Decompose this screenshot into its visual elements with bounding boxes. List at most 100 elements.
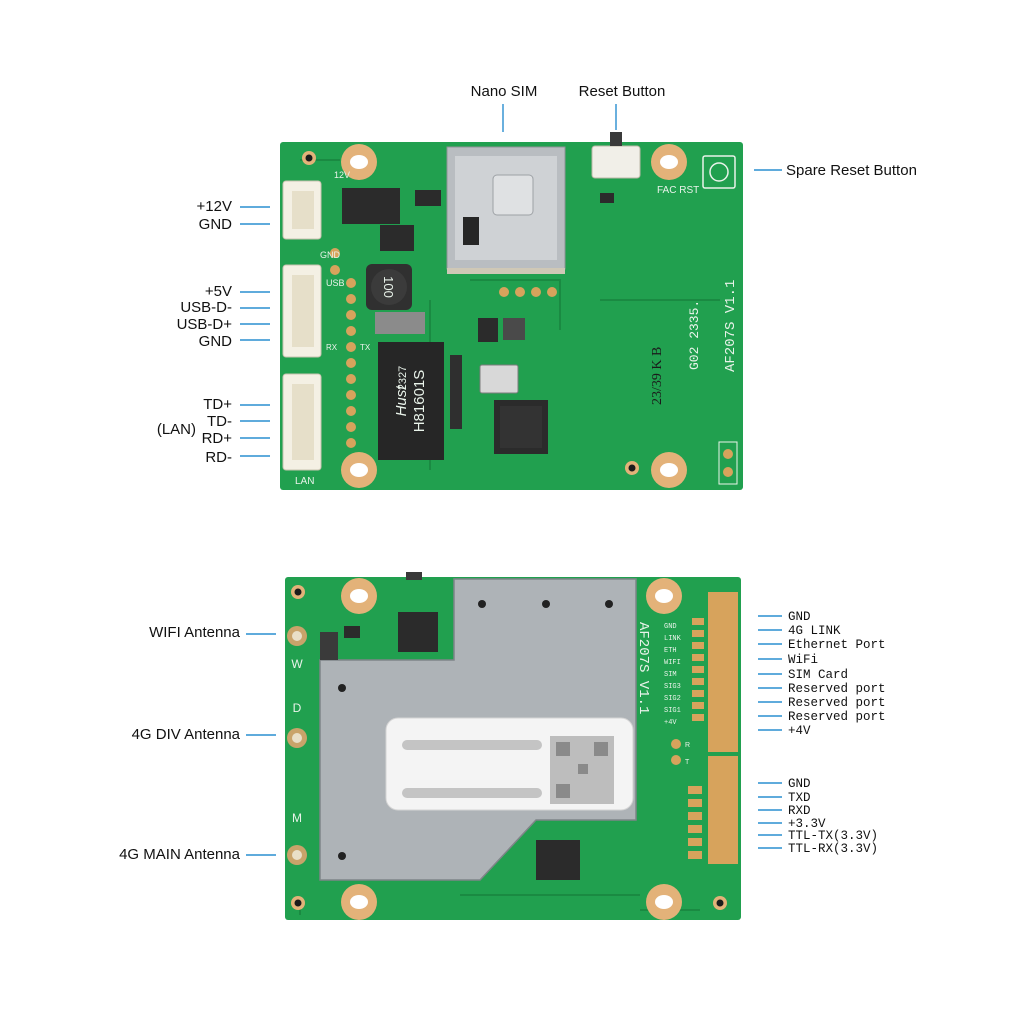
pin-callout-ttl-tx: TTL-TX(3.3V) (788, 829, 878, 843)
regulator-chip (342, 188, 400, 224)
pin-callout-reserved-2: Reserved port (788, 696, 886, 710)
pin-callout-ethernet: Ethernet Port (788, 638, 886, 652)
nano-sim-label: Nano SIM (471, 83, 538, 100)
pin-callout-reserved-3: Reserved port (788, 710, 886, 724)
pin-label-td-plus: TD+ (203, 396, 232, 413)
antenna-callouts: WIFI Antenna 4G DIV Antenna 4G MAIN Ante… (119, 624, 276, 863)
power-pin-labels: +12V GND (197, 198, 270, 233)
pin-label-td-minus: TD- (207, 413, 232, 430)
silk-r: R (685, 742, 690, 749)
usb-pin-labels: +5V USB-D- USB-D+ GND (177, 283, 270, 350)
silk-pin-sig2: SIG2 (664, 695, 681, 703)
upper-pin-callouts: GND 4G LINK Ethernet Port WiFi SIM Card … (758, 610, 886, 738)
lan-pin-labels: TD+ TD- RD+ RD- (LAN) (157, 396, 270, 466)
pin-callout-ttl-rx: TTL-RX(3.3V) (788, 842, 878, 856)
antenna-connector-main (287, 845, 307, 865)
wifi-chip (398, 612, 438, 652)
transformer-part: H81601S (411, 370, 428, 433)
mounting-hole (341, 578, 377, 614)
pin-label-usb-dp: USB-D+ (177, 316, 233, 333)
pin-callout-sim: SIM Card (788, 668, 848, 682)
antenna-connector-wifi (287, 626, 307, 646)
pin-callout-gnd: GND (788, 610, 811, 624)
mounting-hole (341, 452, 377, 488)
nano-sim-holder (446, 146, 566, 274)
mounting-hole (651, 144, 687, 180)
ethernet-transformer: Hust 2327 H81601S (378, 342, 444, 460)
top-board: 100 Hust 2327 H81601S (280, 132, 743, 490)
wifi-antenna-label: WIFI Antenna (149, 624, 241, 641)
silk-pin-4v: +4V (664, 719, 677, 727)
pin-callout-4v: +4V (788, 724, 811, 738)
4g-main-antenna-label: 4G MAIN Antenna (119, 846, 241, 863)
silk-12v: 12V (334, 170, 350, 180)
silk-pin-link: LINK (664, 635, 682, 643)
silk-usb: USB (326, 278, 345, 288)
inductor-marking: 100 (381, 276, 396, 298)
mounting-hole (341, 144, 377, 180)
mounting-hole (646, 578, 682, 614)
silk-lot: G02 2335. (687, 300, 702, 370)
4g-div-antenna-label: 4G DIV Antenna (132, 726, 241, 743)
mounting-hole (341, 884, 377, 920)
silk-rx: RX (326, 343, 338, 352)
pin-callout-rxd: RXD (788, 804, 811, 818)
pin-callout-wifi: WiFi (788, 653, 818, 667)
pin-callout-txd: TXD (788, 791, 811, 805)
silk-pin-codes: GND LINK ETH WIFI SIM SIG3 SIG2 SIG1 +4V (664, 623, 682, 727)
mounting-hole (646, 884, 682, 920)
pin-label-usb-dm: USB-D- (180, 299, 232, 316)
mounting-hole (651, 452, 687, 488)
signal-pad-strip-lower (688, 756, 738, 864)
silk-antenna-w: W (291, 657, 303, 671)
reset-button-label: Reset Button (579, 83, 666, 100)
silk-pin-sim: SIM (664, 671, 677, 679)
pin-header-column (330, 248, 356, 448)
pin-label-rd-plus: RD+ (202, 430, 233, 447)
inductor: 100 (366, 264, 412, 310)
main-controller-chip (494, 400, 548, 454)
silk-pin-eth: ETH (664, 647, 677, 655)
pin-label-rd-minus: RD- (205, 449, 232, 466)
pin-callout-4g-link: 4G LINK (788, 624, 841, 638)
lan-connector (282, 373, 322, 471)
silk-date: 23/39 K B (650, 347, 665, 405)
pin-callout-reserved-1: Reserved port (788, 682, 886, 696)
top-callouts: Nano SIM Reset Button Spare Reset Button (471, 83, 917, 179)
silk-t: T (685, 759, 690, 766)
flash-chip (536, 840, 580, 880)
silk-fac-rst: FAC RST (657, 185, 699, 196)
pin-label-12v: +12V (197, 198, 232, 215)
antenna-connector-div (287, 728, 307, 748)
pin-label-5v: +5V (205, 283, 232, 300)
lan-group-label: (LAN) (157, 421, 196, 438)
silk-antenna-d: D (293, 701, 302, 715)
lower-pin-callouts: GND TXD RXD +3.3V TTL-TX(3.3V) TTL-RX(3.… (758, 777, 878, 856)
silk-pin-gnd: GND (664, 623, 677, 631)
silk-pin-sig1: SIG1 (664, 707, 681, 715)
pin-label-gnd: GND (199, 333, 233, 350)
transformer-code: 2327 (397, 366, 409, 390)
silk-tx: TX (360, 343, 371, 352)
usb-connector (282, 264, 322, 358)
spare-reset-button-label: Spare Reset Button (786, 162, 917, 179)
imei-label-sticker (385, 717, 634, 811)
pin-callout-3v3: +3.3V (788, 817, 826, 831)
silk-antenna-m: M (292, 811, 302, 825)
transformer-brand: Hust (393, 385, 410, 417)
silk-gnd: GND (320, 250, 341, 260)
power-connector (282, 180, 322, 240)
silk-model-bottom: AF207S V1.1 (635, 622, 651, 714)
bottom-board: W D M R T GND LINK ETH WIFI SIM SIG3 (285, 572, 741, 920)
silk-pin-wifi: WIFI (664, 659, 681, 667)
spare-reset-button (702, 155, 736, 189)
silk-lan: LAN (295, 476, 314, 487)
crystal (479, 364, 519, 394)
pin-callout-gnd-2: GND (788, 777, 811, 791)
reset-button (591, 132, 641, 179)
silk-pin-sig3: SIG3 (664, 683, 681, 691)
signal-pad-strip-upper (692, 592, 738, 752)
pin-label-gnd: GND (199, 216, 233, 233)
silk-model: AF207S V1.1 (723, 280, 739, 372)
